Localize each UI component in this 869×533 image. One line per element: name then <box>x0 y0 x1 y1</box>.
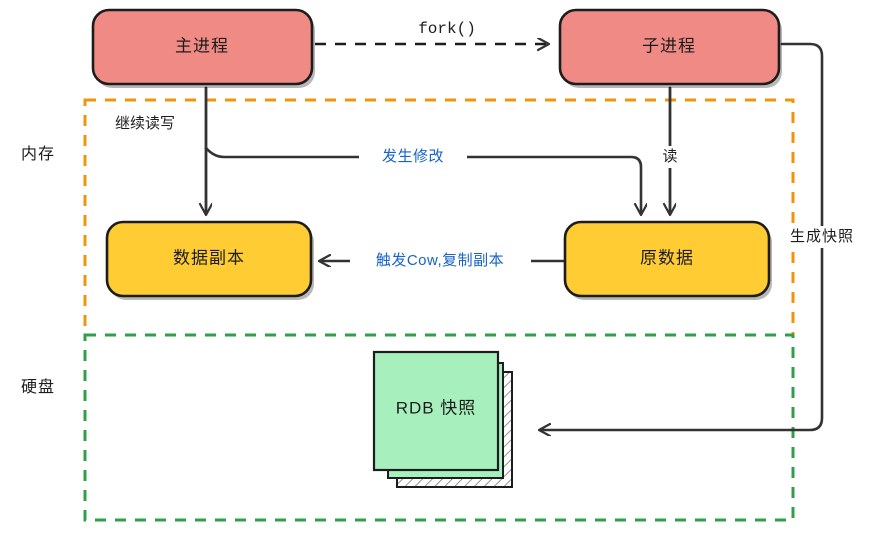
disk-zone-label: 硬盘 <box>21 377 55 396</box>
node-child-process[interactable]: 子进程 <box>558 8 782 88</box>
edge-make-snapshot: 生成快照 <box>540 42 866 430</box>
modify-arrow-line <box>204 146 641 214</box>
continue-rw-edge-label: 继续读写 <box>115 115 175 132</box>
memory-zone-label: 内存 <box>21 145 55 163</box>
original-data-box[interactable] <box>563 220 771 298</box>
edge-trigger-cow: 触发Cow,复制副本 <box>320 250 565 272</box>
parent-process-box[interactable] <box>91 8 314 86</box>
read-label-bg <box>657 146 683 168</box>
child-process-label: 子进程 <box>642 36 696 55</box>
node-parent-process[interactable]: 主进程 <box>91 8 315 88</box>
trigger-cow-edge-label: 触发Cow,复制副本 <box>376 251 504 269</box>
disk-zone: 硬盘 <box>21 333 795 522</box>
modify-edge-label: 发生修改 <box>382 148 444 165</box>
node-rdb-snapshot[interactable]: RDB 快照 <box>372 350 513 488</box>
original-data-label: 原数据 <box>640 248 694 267</box>
modify-label-bg <box>359 147 467 168</box>
fork-edge-label: fork() <box>418 20 476 38</box>
parent-process-label: 主进程 <box>175 36 229 55</box>
edge-modify: 发生修改 <box>204 146 641 214</box>
data-copy-label: 数据副本 <box>173 248 245 267</box>
data-copy-box[interactable] <box>105 220 313 298</box>
edge-read: 读 <box>657 86 683 214</box>
rdb-snapshot-card-front[interactable] <box>372 350 500 472</box>
edge-fork: fork() <box>315 20 548 44</box>
node-original-data[interactable]: 原数据 <box>563 220 772 300</box>
edge-continue-rw: 继续读写 <box>115 86 206 214</box>
make-snapshot-edge-label: 生成快照 <box>790 228 854 245</box>
read-edge-label: 读 <box>662 148 677 165</box>
memory-zone: 内存 <box>21 98 795 337</box>
trigger-cow-label-bg <box>350 250 531 272</box>
disk-zone-border <box>83 333 795 522</box>
make-snapshot-label-bg <box>778 226 866 248</box>
memory-zone-border <box>83 98 795 337</box>
rdb-snapshot-label: RDB 快照 <box>396 398 477 417</box>
node-data-copy[interactable]: 数据副本 <box>105 220 314 300</box>
child-process-box[interactable] <box>558 8 781 86</box>
